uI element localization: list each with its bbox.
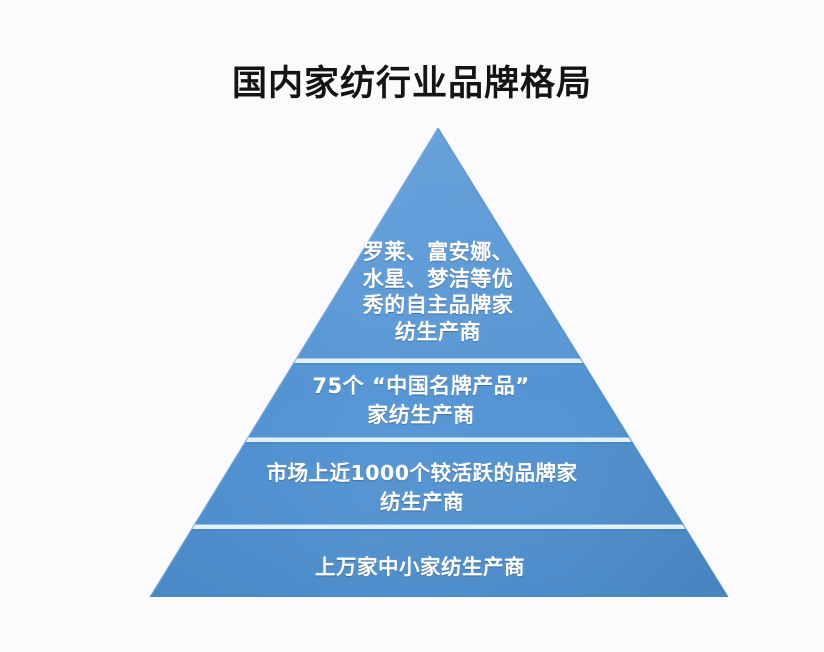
- tier-divider-2-shadow: [150, 442, 728, 444]
- tier-divider-1-shadow: [150, 363, 728, 365]
- pyramid-right-edge: [437, 127, 729, 598]
- tier-divider-1: [150, 358, 728, 363]
- tier-shade-1: [0, 128, 824, 361]
- tier-divider-3: [150, 524, 728, 529]
- tier-shade-3: [0, 440, 824, 527]
- tier-shade-2: [0, 361, 824, 440]
- page-title: 国内家纺行业品牌格局: [231, 64, 592, 104]
- pyramid-left-edge: [149, 127, 439, 598]
- tier-shade-4: [0, 527, 824, 597]
- tier-divider-2: [150, 437, 728, 442]
- tier-divider-3-shadow: [150, 529, 728, 531]
